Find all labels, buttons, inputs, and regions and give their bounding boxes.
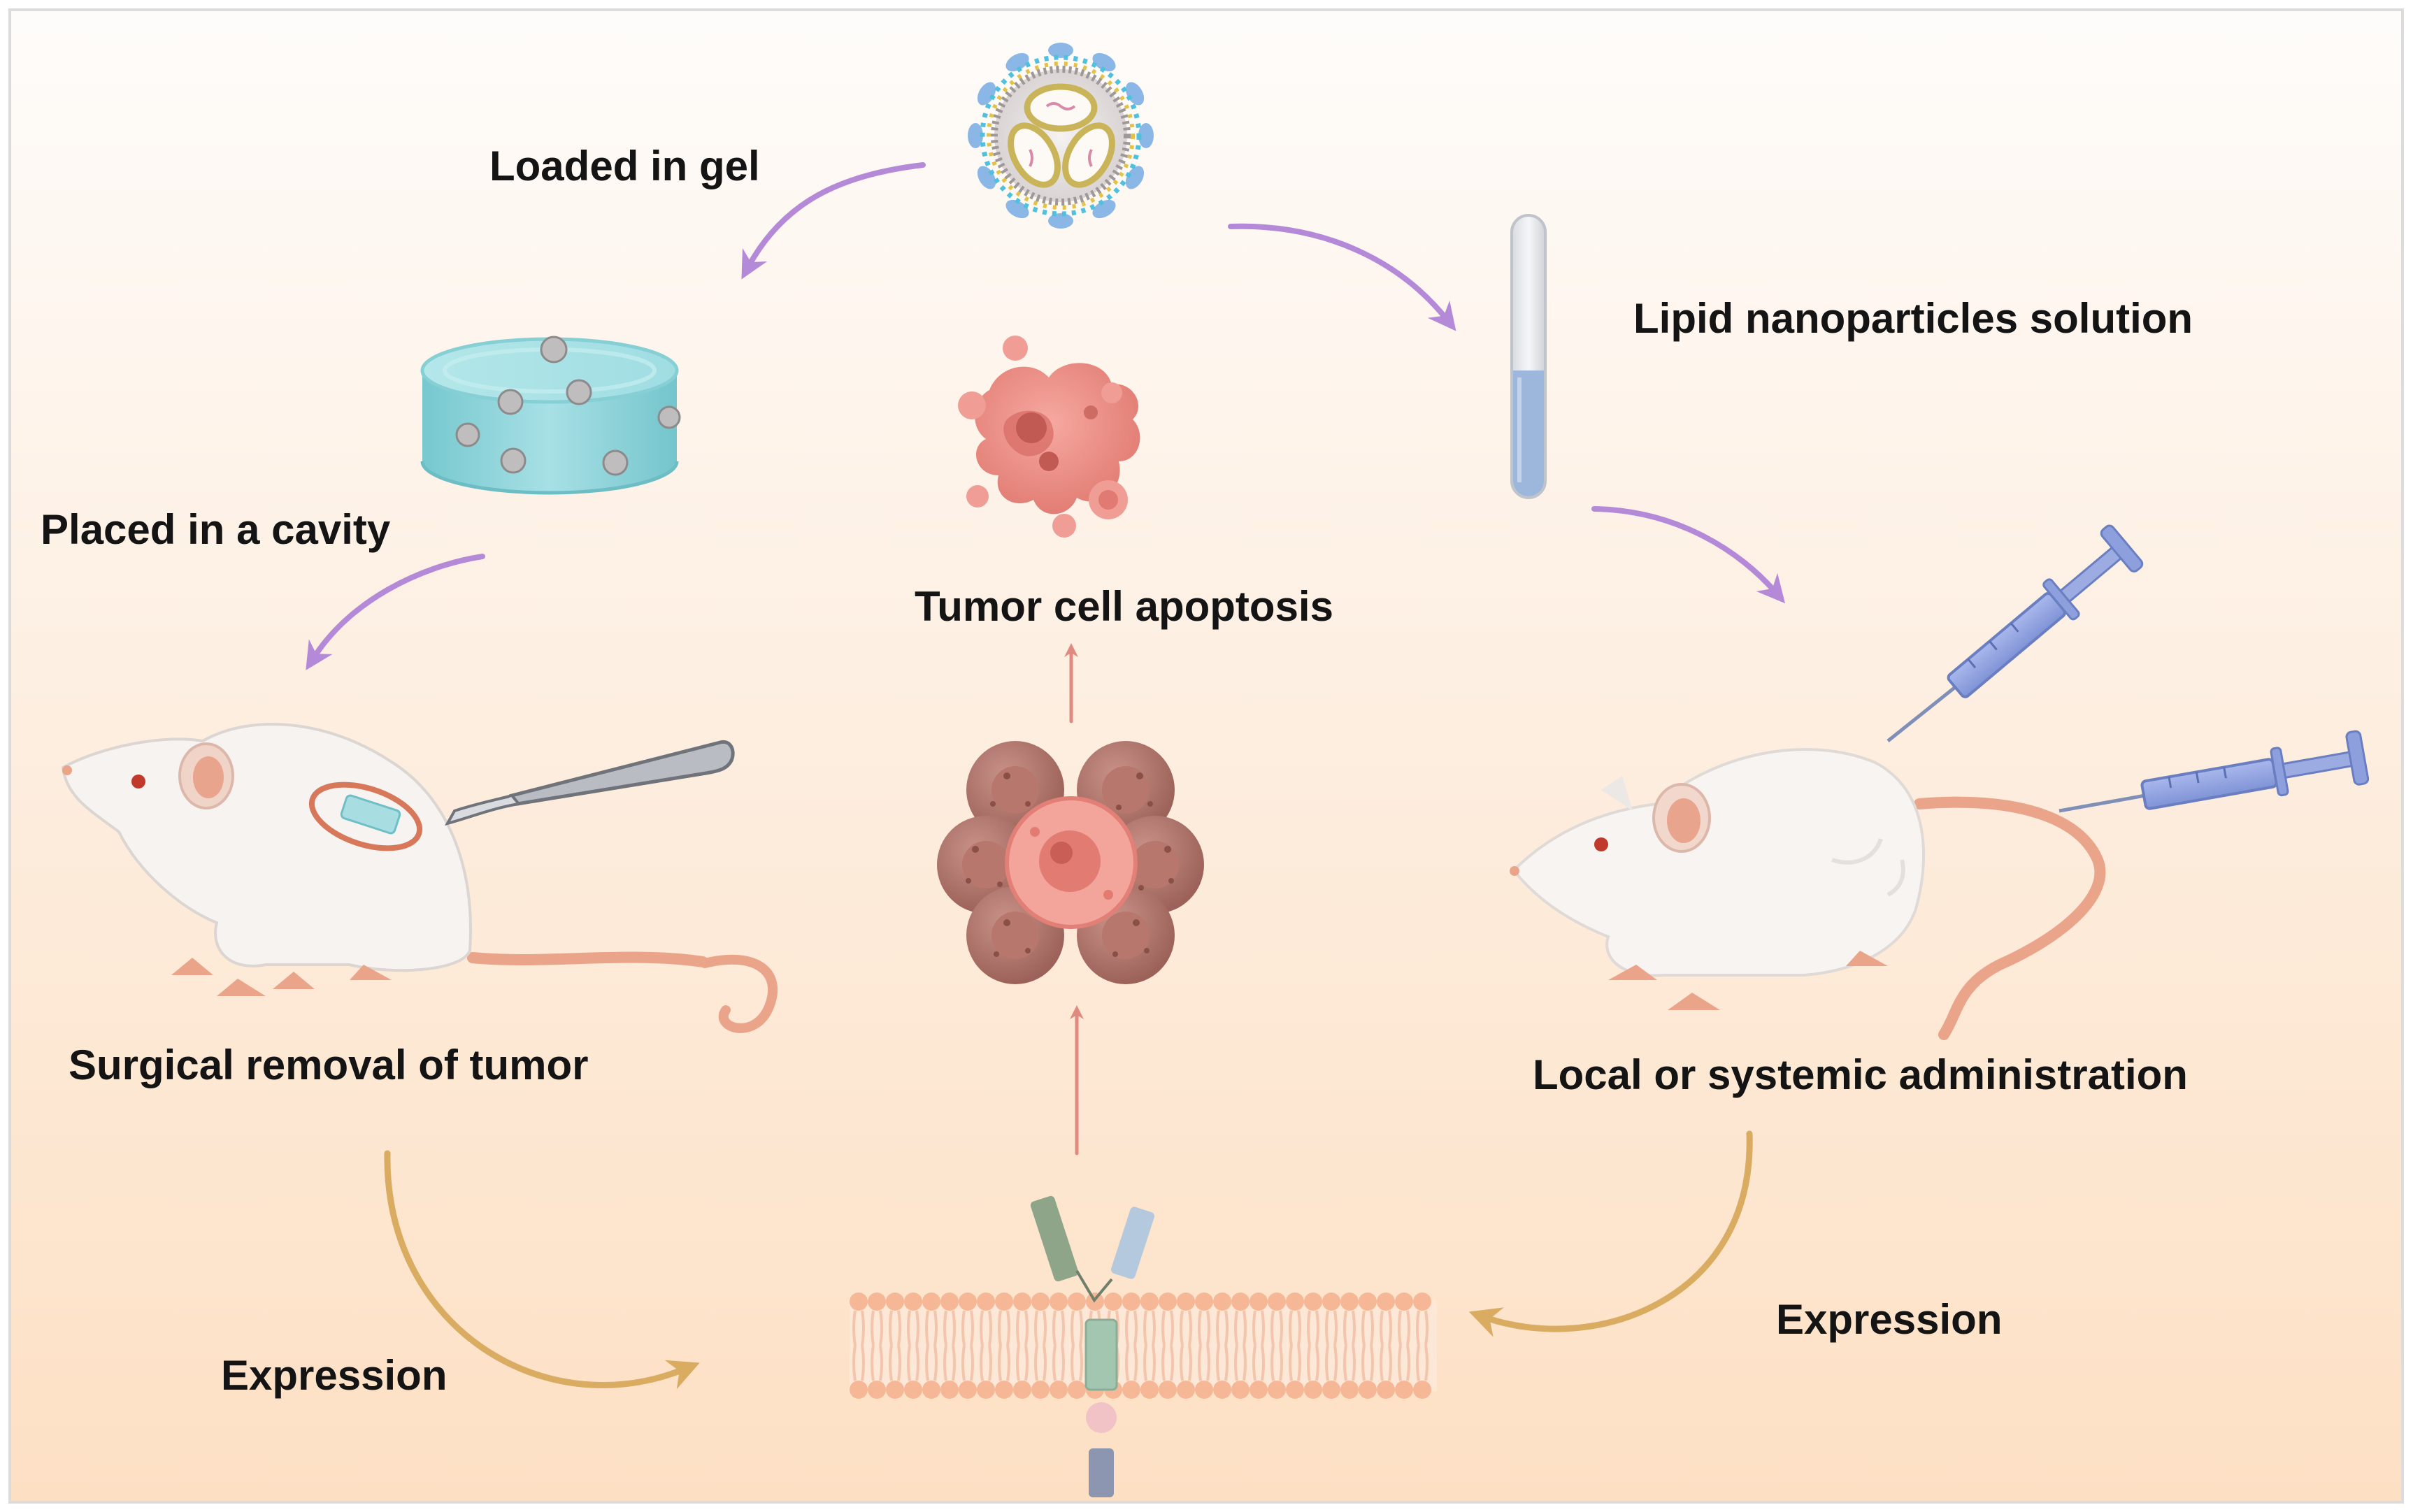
label-tumor-cell-apoptosis: Tumor cell apoptosis	[915, 583, 1333, 630]
syringe-upper-icon	[1886, 524, 2144, 742]
hydrogel-icon	[420, 336, 681, 495]
label-expression-right: Expression	[1776, 1296, 2003, 1343]
arrow-expression-left	[384, 1150, 700, 1390]
receptor-icon	[1030, 1195, 1155, 1497]
test-tube-icon	[1510, 214, 1547, 499]
label-expression-left: Expression	[221, 1352, 447, 1399]
cell-membrane-icon	[850, 1293, 1437, 1399]
surgical-mouse-icon	[61, 723, 778, 1033]
label-surgical-removal: Surgical removal of tumor	[69, 1042, 589, 1088]
label-local-systemic: Local or systemic administration	[1533, 1051, 2188, 1098]
syringe-lower-icon	[2058, 730, 2370, 813]
arrow-expression-right	[1468, 1130, 1753, 1337]
lipid-nanoparticle-icon	[968, 43, 1154, 229]
label-loaded-in-gel: Loaded in gel	[489, 143, 760, 189]
scalpel-icon	[444, 740, 735, 826]
tumor-cluster-icon	[937, 741, 1204, 984]
arrow-placed-in-cavity	[306, 554, 485, 670]
apoptotic-cell-icon	[958, 336, 1140, 538]
arrows	[306, 162, 1786, 1390]
arrow-loaded-in-gel	[741, 162, 926, 280]
arrow-to-tube	[1228, 223, 1456, 331]
label-placed-in-cavity: Placed in a cavity	[41, 506, 391, 553]
arrow-to-injection	[1591, 506, 1786, 604]
label-lipid-np-solution: Lipid nanoparticles solution	[1633, 295, 2193, 342]
administration-mouse-icon	[1510, 748, 2106, 1040]
